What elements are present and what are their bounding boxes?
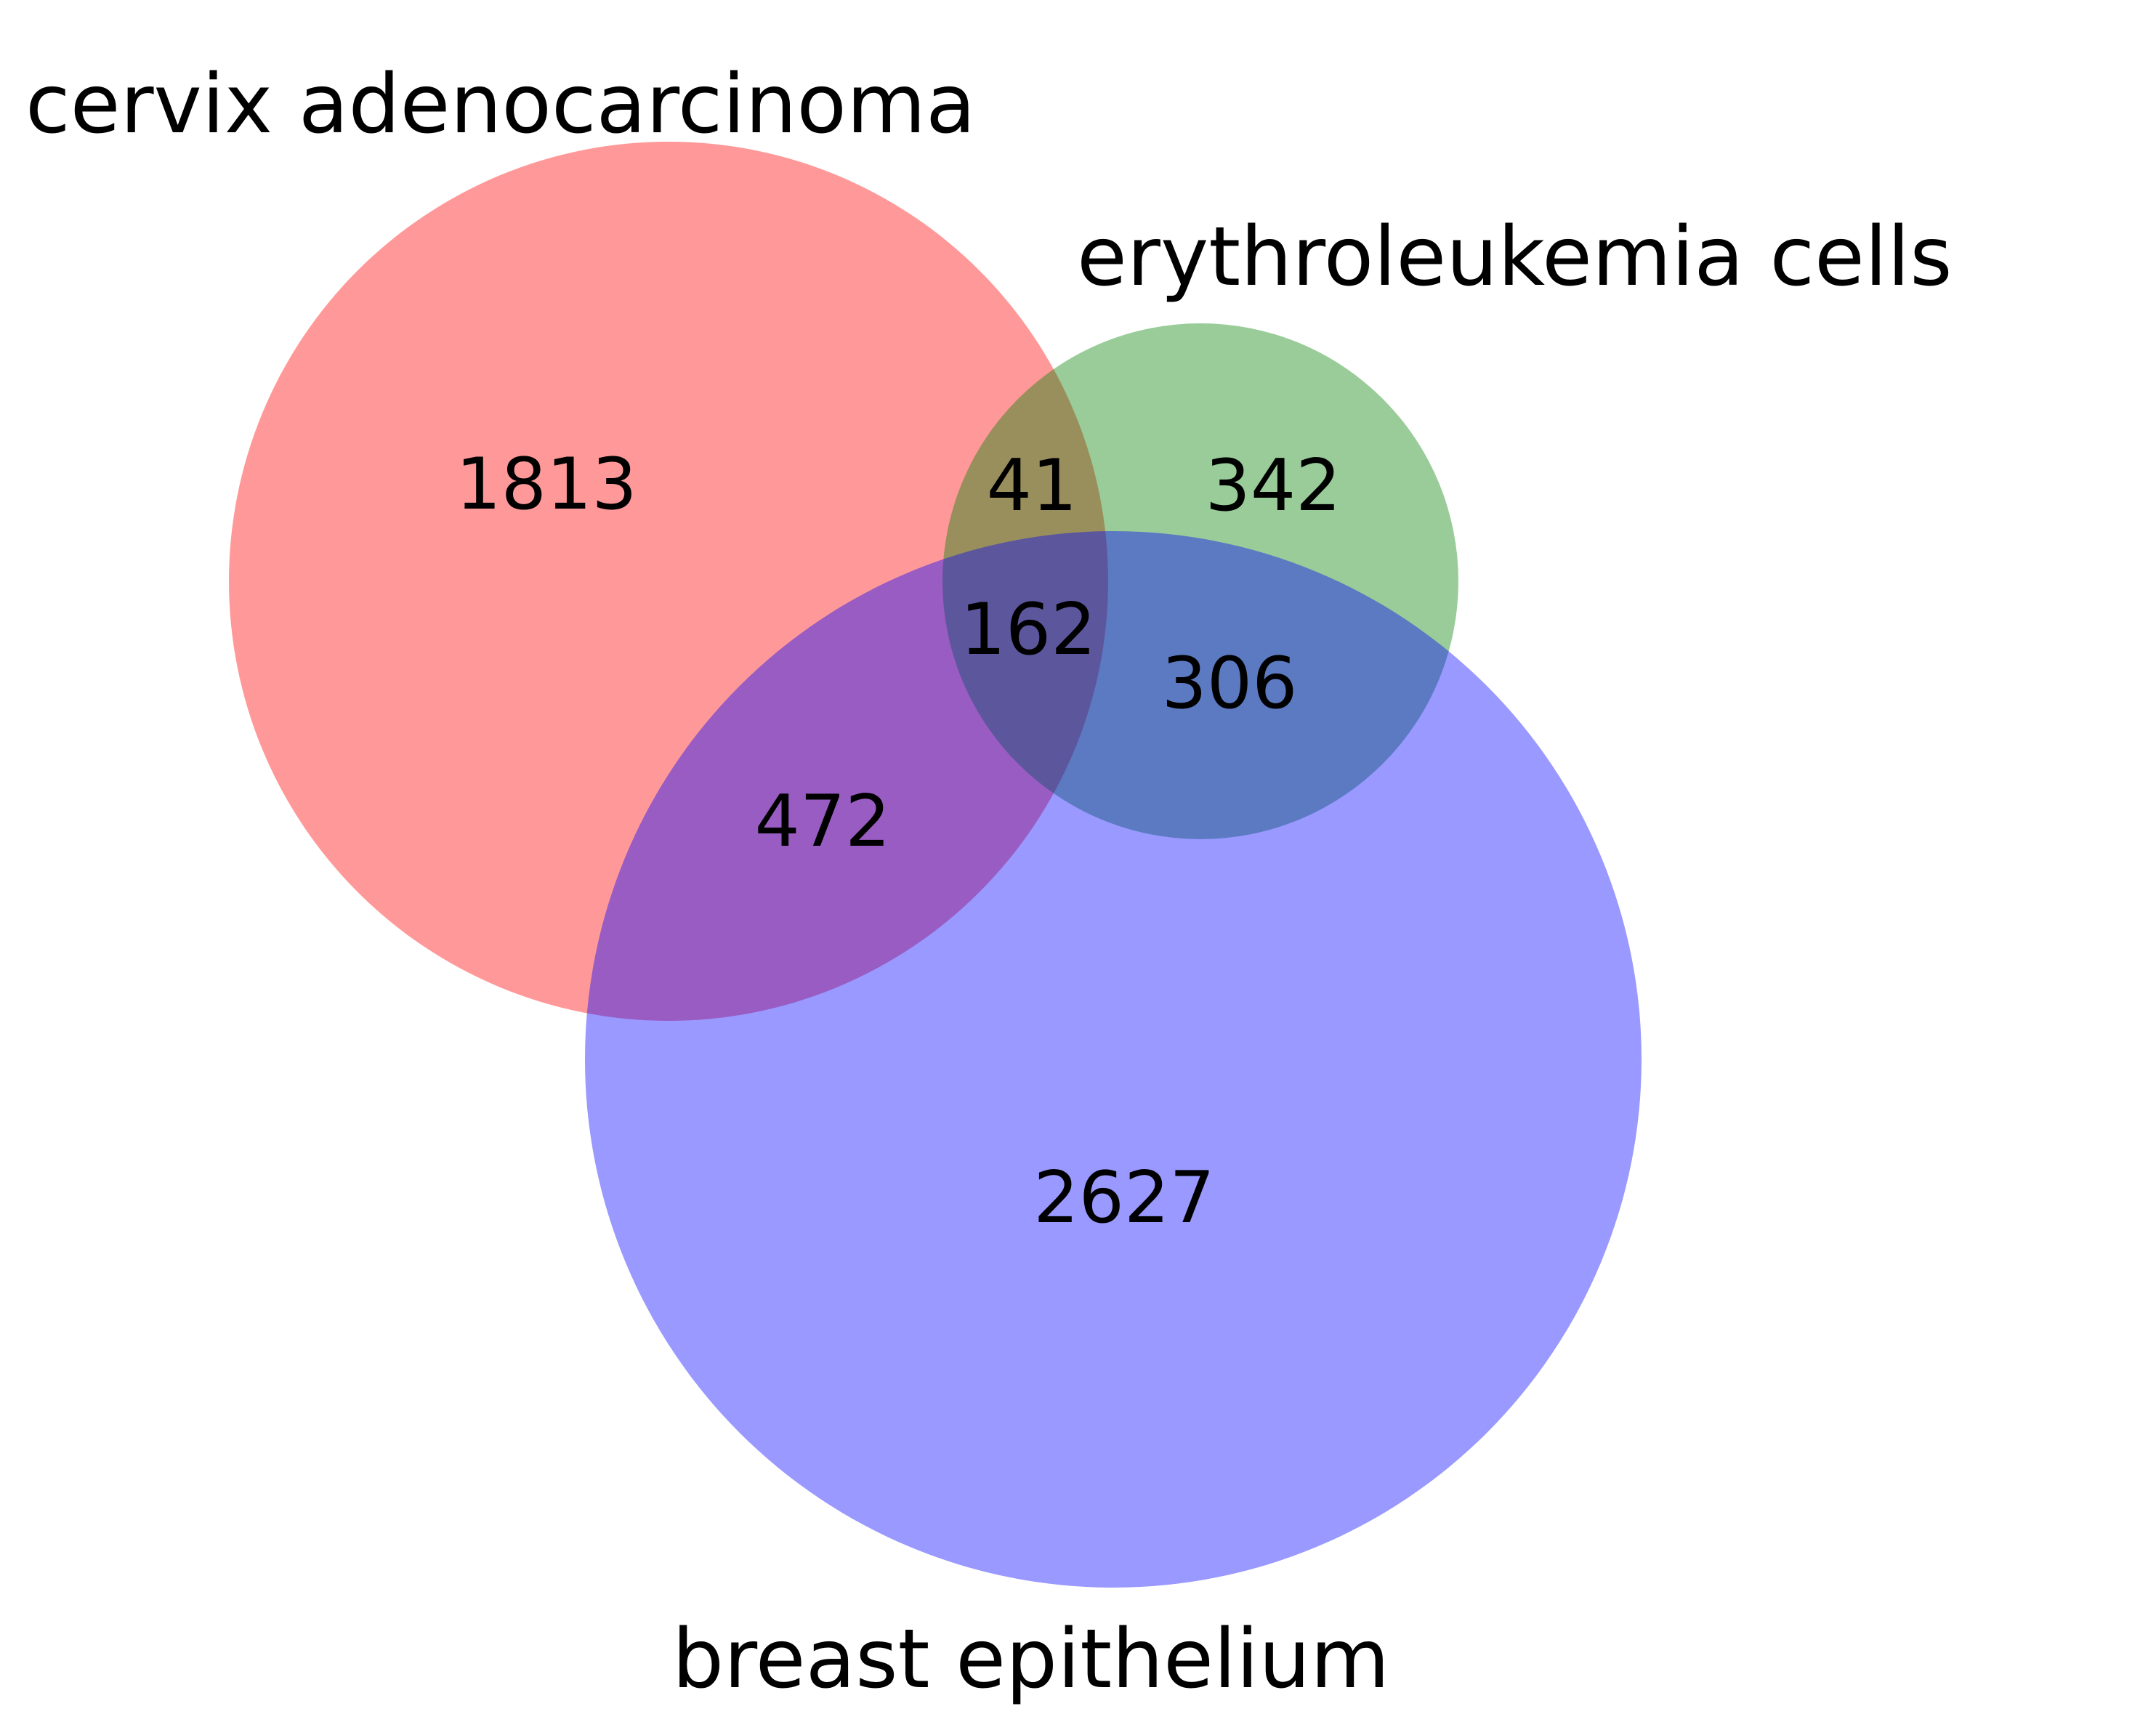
region-count-erythroleukemia-only: 342	[1205, 445, 1341, 527]
set-label-cervix-adenocarcinoma: cervix adenocarcinoma	[25, 57, 976, 152]
erythroleukemia-cells-circle	[942, 323, 1458, 839]
region-count-breast-only: 2627	[1033, 1157, 1214, 1240]
region-count-all-three: 162	[960, 589, 1096, 671]
region-count-erythroleukemia-breast: 306	[1161, 642, 1297, 725]
set-label-breast-epithelium: breast epithelium	[672, 1612, 1389, 1707]
set-label-erythroleukemia-cells: erythroleukemia cells	[1077, 210, 1953, 304]
breast-epithelium-circle	[585, 531, 1642, 1588]
cervix-adenocarcinoma-circle	[229, 142, 1108, 1021]
region-count-cervix-erythroleukemia: 41	[987, 445, 1078, 527]
region-count-cervix-breast: 472	[754, 780, 890, 863]
region-count-cervix-only: 1813	[456, 443, 637, 526]
